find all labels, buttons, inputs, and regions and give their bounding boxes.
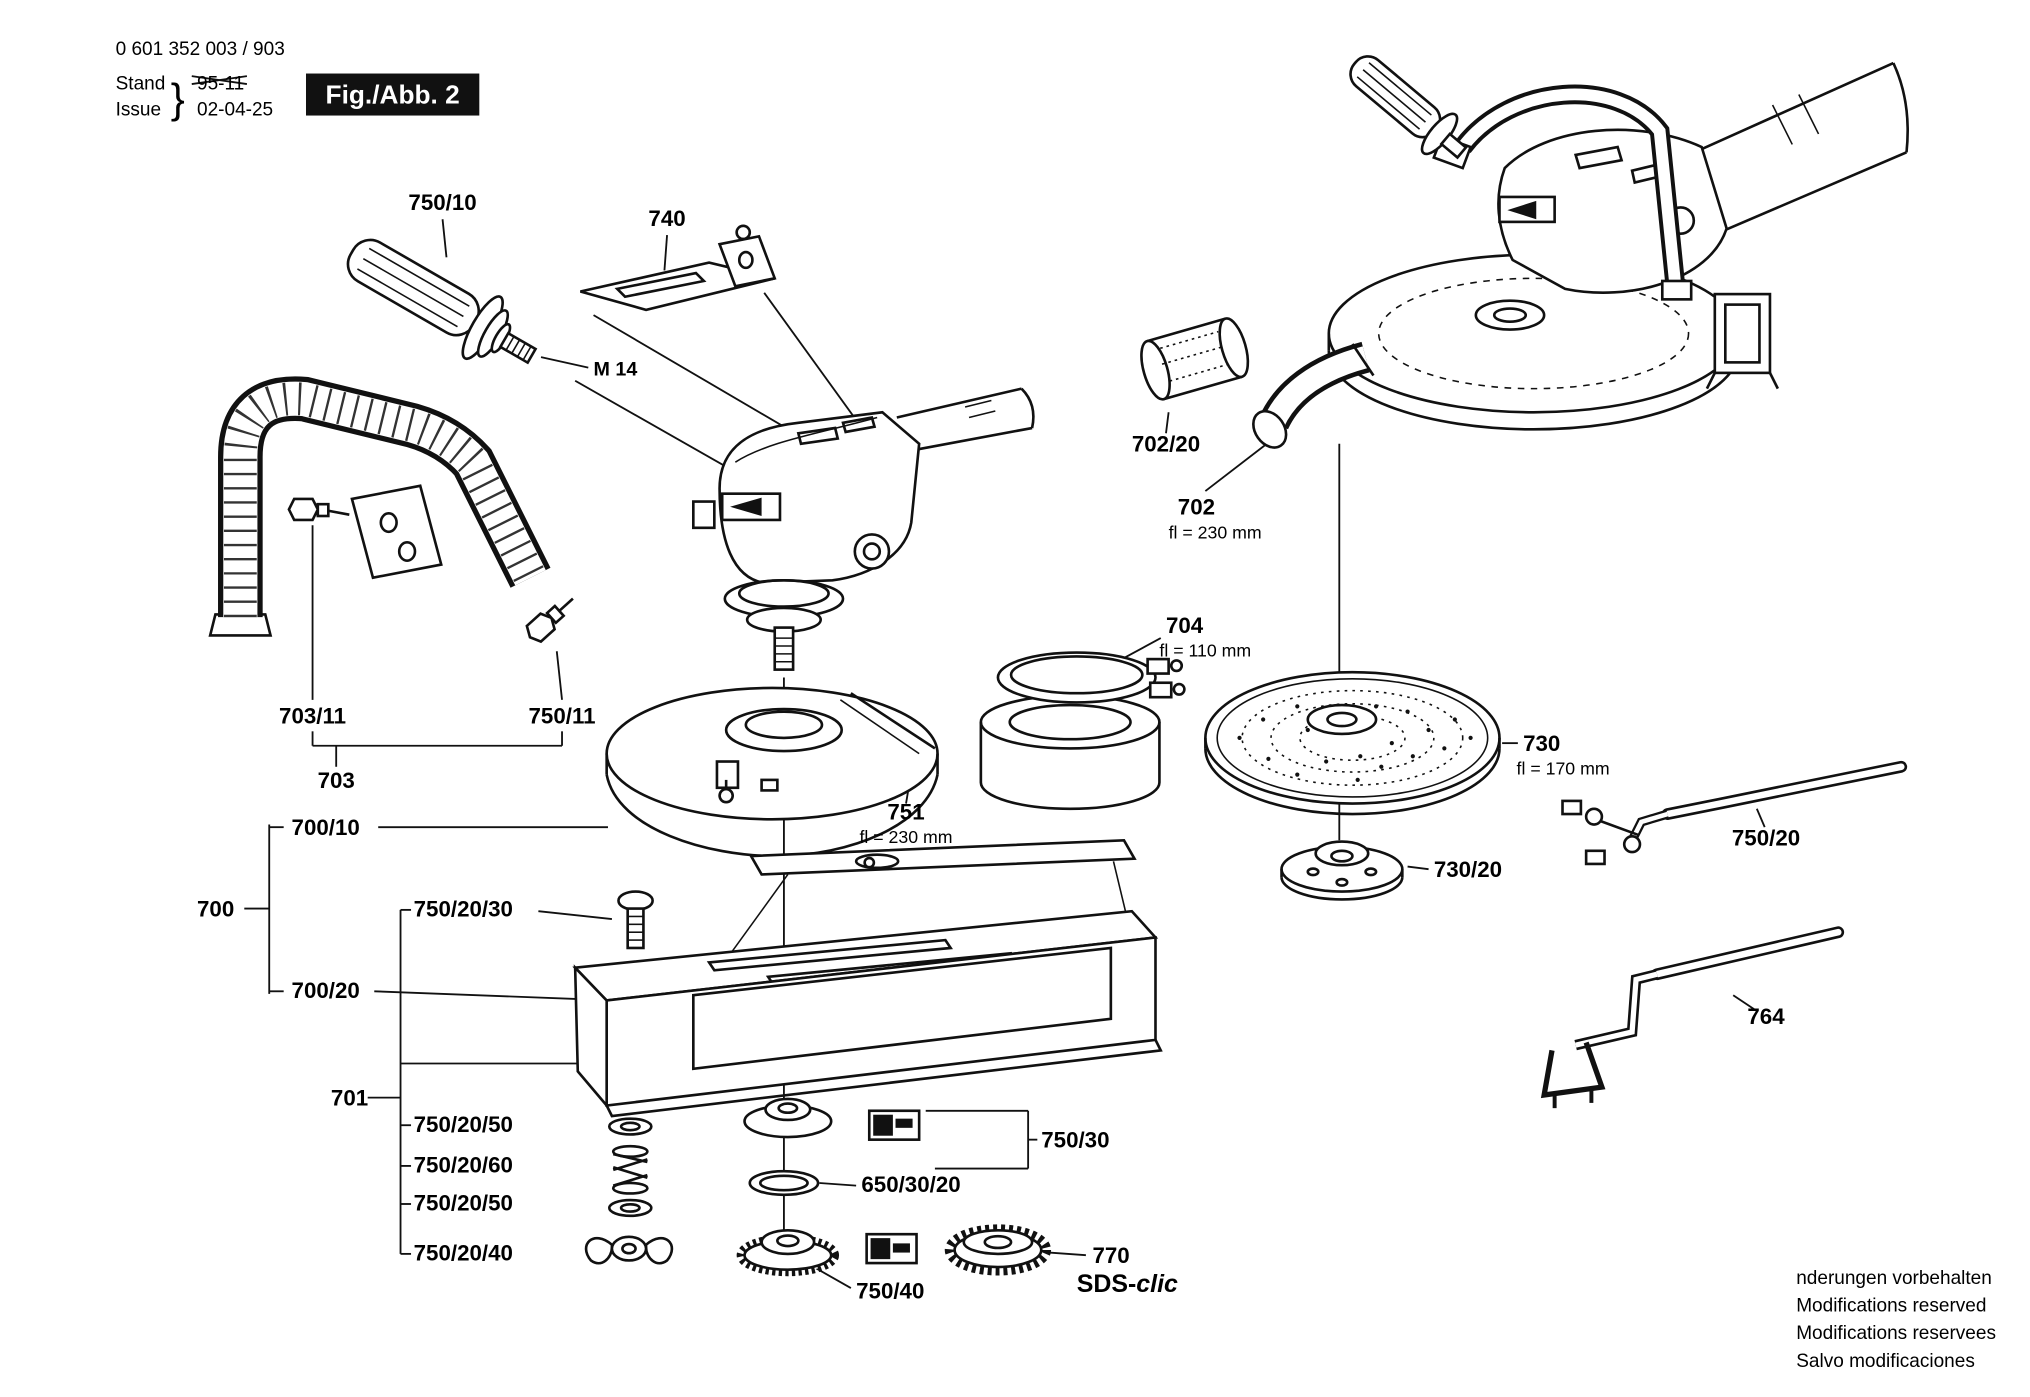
part-screw-750-20-30 xyxy=(617,890,654,950)
label-751: 751 xyxy=(887,799,924,824)
label-764: 764 xyxy=(1747,1004,1785,1029)
part-o-ring xyxy=(748,1169,820,1197)
footer-block: nderungen vorbehalten Modifications rese… xyxy=(1796,1268,1996,1372)
figure-label-box xyxy=(305,73,480,116)
part-clamping-nut xyxy=(944,1224,1052,1276)
label-730: 730 xyxy=(1523,731,1560,756)
label-sds-clic: SDS-clic xyxy=(1077,1270,1178,1298)
issue-value: 02-04-25 xyxy=(197,100,273,121)
part-mounting-bracket xyxy=(580,224,777,312)
part-mounting-flange-750-30 xyxy=(743,1097,921,1141)
stand-label: Stand xyxy=(116,73,166,94)
part-washer-stack xyxy=(584,1117,674,1265)
label-750-20-40: 750/20/40 xyxy=(414,1240,513,1265)
part-cutting-guide-table xyxy=(572,838,1163,1118)
document-part-number: 0 601 352 003 / 903 xyxy=(116,39,285,60)
label-650-30-20: 650/30/20 xyxy=(861,1172,960,1197)
stand-value: 95-11 xyxy=(197,73,244,94)
label-750-20-50b: 750/20/50 xyxy=(414,1191,513,1216)
label-740: 740 xyxy=(648,206,685,231)
label-703-11: 703/11 xyxy=(279,703,346,728)
part-side-handle xyxy=(346,238,538,365)
label-702: 702 xyxy=(1178,495,1215,520)
part-backing-flange xyxy=(1280,840,1404,901)
part-mounting-flange-750-40 xyxy=(736,1228,918,1277)
label-sds-clic-suffix: clic xyxy=(1136,1270,1178,1298)
figure-label: Fig./Abb. 2 xyxy=(326,80,460,110)
label-750-10: 750/10 xyxy=(408,190,476,215)
header-block: 0 601 352 003 / 903 Stand Issue } 95-11 … xyxy=(116,39,480,122)
footer-line-de: nderungen vorbehalten xyxy=(1796,1268,1992,1289)
part-grinder-assembled xyxy=(1252,55,1909,449)
label-704-dim: fl = 110 mm xyxy=(1159,640,1251,660)
part-pin-wrench xyxy=(1561,760,1908,866)
label-730-20: 730/20 xyxy=(1434,857,1502,882)
label-750-20: 750/20 xyxy=(1732,826,1800,851)
part-sanding-disc xyxy=(1204,670,1501,816)
leader-lines xyxy=(191,75,1766,1289)
label-730-dim: fl = 170 mm xyxy=(1517,759,1610,779)
part-labels: 750/10 740 M 14 703/11 750/11 703 702/20… xyxy=(197,190,1800,1303)
label-751-dim: fl = 230 mm xyxy=(859,827,952,847)
part-wheel-guard xyxy=(605,686,939,858)
part-bolt-703-11 xyxy=(287,497,350,522)
part-grinder-main xyxy=(692,387,1035,671)
label-750-11: 750/11 xyxy=(529,703,596,728)
footer-line-en: Modifications reserved xyxy=(1796,1296,1986,1317)
label-701: 701 xyxy=(331,1086,368,1111)
label-704: 704 xyxy=(1166,613,1204,638)
label-700: 700 xyxy=(197,896,234,921)
brace-glyph: } xyxy=(171,75,185,122)
part-bail-handle xyxy=(208,376,574,644)
label-750-30: 750/30 xyxy=(1041,1128,1109,1153)
label-sds-prefix: SDS- xyxy=(1077,1270,1137,1298)
label-702-dim: fl = 230 mm xyxy=(1169,522,1262,542)
label-702-20: 702/20 xyxy=(1132,432,1200,457)
footer-line-fr: Modifications reservees xyxy=(1796,1323,1996,1344)
issue-label: Issue xyxy=(116,100,161,121)
part-bolt-750-11 xyxy=(525,597,574,644)
part-wing-nut xyxy=(584,1235,674,1265)
part-extraction-cup xyxy=(979,651,1186,811)
label-770: 770 xyxy=(1092,1243,1129,1268)
footer-line-es: Salvo modificaciones xyxy=(1796,1351,1975,1372)
label-m14: M 14 xyxy=(594,359,638,381)
label-700-20: 700/20 xyxy=(292,978,360,1003)
label-700-10: 700/10 xyxy=(292,815,360,840)
part-dust-sleeve xyxy=(1140,317,1250,401)
part-offset-wrench xyxy=(1540,926,1845,1109)
label-750-20-60: 750/20/60 xyxy=(414,1152,513,1177)
label-750-40: 750/40 xyxy=(856,1279,924,1304)
label-703: 703 xyxy=(318,768,355,793)
label-750-20-50a: 750/20/50 xyxy=(414,1112,513,1137)
label-750-20-30: 750/20/30 xyxy=(414,896,513,921)
